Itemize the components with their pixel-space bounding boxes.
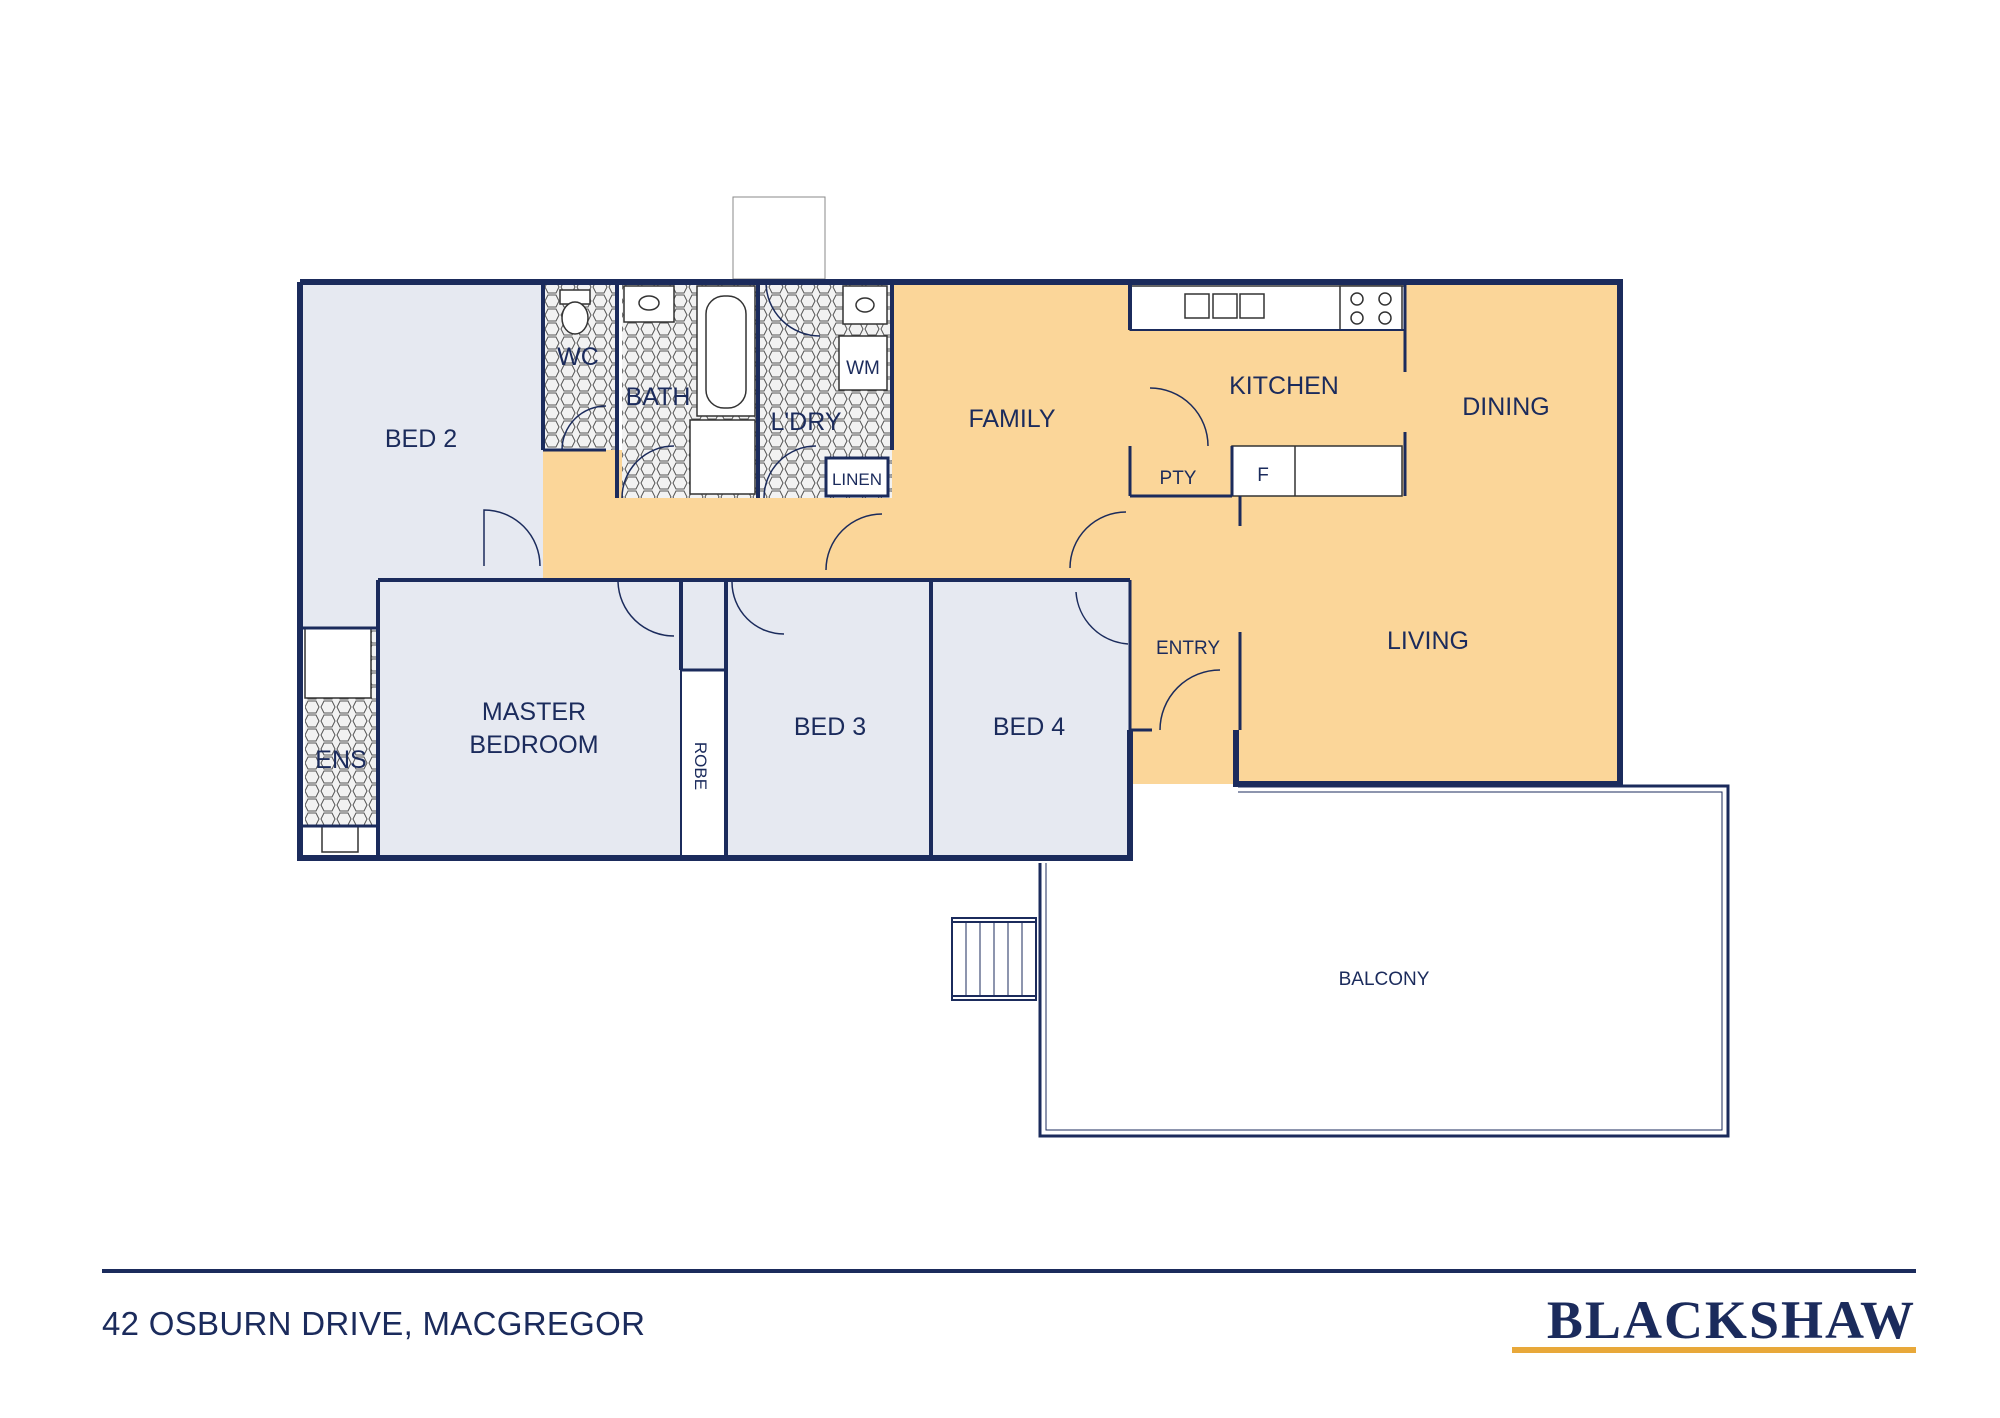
roof-projection (732, 196, 826, 280)
walls (297, 279, 1623, 861)
balcony (1038, 784, 1730, 1138)
room-label-dining: DINING (1462, 393, 1550, 421)
room-label-ensuite: ENS (315, 746, 366, 774)
room-label-bath: BATH (626, 383, 691, 411)
room-label-family: FAMILY (968, 405, 1055, 433)
room-label-laundry: L'DRY (770, 408, 841, 436)
fixtures (304, 285, 1406, 853)
room-fills (302, 282, 1620, 856)
room-label-master-line2: BEDROOM (469, 731, 598, 759)
room-label-living: LIVING (1387, 627, 1469, 655)
property-address: 42 OSBURN DRIVE, MACGREGOR (102, 1305, 646, 1342)
room-label-robe: ROBE (691, 742, 710, 790)
room-label-bed4: BED 4 (993, 713, 1065, 741)
footer-divider (102, 1269, 1916, 1273)
room-label-fridge: F (1257, 465, 1269, 486)
brand-underline (1512, 1347, 1916, 1353)
room-label-bed2: BED 2 (385, 425, 457, 453)
stairs (951, 917, 1037, 1001)
room-label-wm: WM (846, 358, 880, 379)
room-label-balcony: BALCONY (1339, 969, 1430, 990)
room-label-entry: ENTRY (1156, 638, 1220, 659)
brand-logo: BLACKSHAW (1546, 1290, 1916, 1350)
room-label-master-line1: MASTER (482, 698, 586, 726)
room-label-kitchen: KITCHEN (1229, 372, 1339, 400)
room-label-bed3: BED 3 (794, 713, 866, 741)
door-swings (483, 281, 1221, 731)
room-label-linen: LINEN (832, 470, 882, 489)
room-label-wc: WC (557, 343, 599, 371)
room-label-pantry: PTY (1160, 468, 1197, 489)
room-labels: BED 2 WC BATH L'DRY WM LINEN FAMILY KITC… (315, 343, 1549, 990)
